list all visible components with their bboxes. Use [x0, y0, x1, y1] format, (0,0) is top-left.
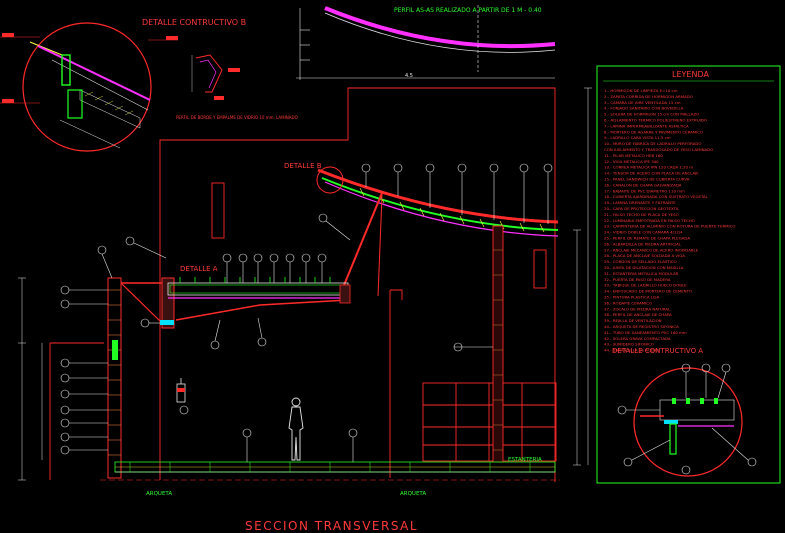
legend-item: 40.- ARQUETA DE REGISTRO SIFONICA [604, 324, 679, 329]
legend-item: 39.- REJILLA DE VENTILACION [604, 318, 662, 323]
perfil-small-note: PERFIL DE BORDE Y EMPALME DE VIDRIO 10 m… [176, 115, 298, 120]
legend-item: 29.- CORDON DE SELLADO ELASTICO [604, 259, 677, 264]
legend-item: 28.- PLACA DE ANCLAJE SOLDADA A VIGA [604, 253, 685, 258]
legend-item: 10.- MURO DE FABRICA DE LADRILLO PERFORA… [604, 141, 701, 146]
estanteria-label: ESTANTERIA [508, 457, 542, 463]
legend-item: 42.- SOLERA GRAVA COMPACTADA [604, 336, 671, 341]
callouts-top [222, 163, 553, 283]
drawing-title: SECCION TRANSVERSAL [245, 519, 418, 533]
legend-item: 3.- CAMARA DE AIRE VENTILADA 15 cm [604, 100, 681, 105]
roof-profile-top: PERFIL AS-AS REALIZADO A PARTIR DE 1 M -… [296, 5, 556, 80]
legend-item: 33.- TABIQUE DE LADRILLO HUECO DOBLE [604, 283, 687, 288]
extinguisher-icon [176, 378, 186, 403]
detail-a [617, 363, 757, 477]
detail-b: DETALLE CONTRUCTIVO B [0, 18, 246, 152]
floor-slab: ARQUETA ARQUETA ESTANTERIA [100, 457, 560, 497]
human-figure [288, 397, 304, 461]
legend-title: LEYENDA [672, 70, 709, 79]
detail-b-title: DETALLE CONTRUCTIVO B [142, 18, 246, 27]
legend-item: 32.- PUERTA DE PASO DE MADERA [604, 277, 671, 282]
left-wall [107, 277, 175, 479]
legend-item: 26.- ALBARDILLA DE PIEDRA ARTIFICIAL [604, 241, 682, 246]
detail-a-title: DETALLE CONTRUCTIVO A [612, 347, 703, 355]
detail-a-callout: DETALLE A [180, 265, 218, 273]
legend-item: 12.- VIGA METALICA IPE 300 [604, 159, 659, 164]
legend-item: 43.- SUMIDERO SIFONICO [604, 342, 654, 347]
legend-item: 11.- PILAR METALICO HEB 160 [604, 153, 663, 158]
legend-item: 36.- RODAPIE CERAMICO [604, 300, 652, 305]
legend-item: 7.- LAMINA IMPERMEABILIZANTE ASFALTICA [604, 123, 689, 128]
edge-profile-sketch: PERFIL DE BORDE Y EMPALME DE VIDRIO 10 m… [176, 54, 298, 120]
legend-item: 2.- ZAPATA CORRIDA DE HORMIGON ARMADO [604, 94, 693, 99]
legend-item: 6.- AISLAMIENTO TERMICO POLIESTIRENO EXT… [604, 118, 707, 123]
legend-item: 35.- PINTURA PLASTICA LISA [604, 295, 660, 300]
arqueta-label-1: ARQUETA [146, 491, 172, 497]
legend-item: 13.- CORREA METALICA IPN 120 CADA 1.20 m [604, 165, 693, 170]
callouts-left [60, 213, 493, 462]
detail-b-callout: DETALLE B [284, 162, 322, 170]
building-outline [49, 87, 557, 482]
legend-item: 4.- FORJADO SANITARIO CON BOVEDILLA [604, 106, 684, 111]
legend-item: 8.- MORTERO DE AGARRE Y PAVIMENTO CERAMI… [604, 129, 703, 134]
green-roof: DETALLE A [160, 265, 351, 325]
legend-item: 30.- JUNTA DE DILATACION CON MASILLA [604, 265, 684, 270]
legend-item: 37.- ZOCALO DE PIEDRA NATURAL [604, 306, 671, 311]
legend-item: 24.- VIDRIO DOBLE CON CAMARA 4/12/4 [604, 230, 683, 235]
legend-item: 25.- PERFIL DE REMATE DE CHAPA PLEGADA [604, 236, 690, 241]
legend-item: 16.- CANALON DE CHAPA GALVANIZADA [604, 182, 682, 187]
right-column [492, 225, 504, 463]
legend-item: 17.- BAJANTE DE PVC DIAMETRO 110 mm [604, 188, 685, 193]
legend-item: 22.- LUMINARIA EMPOTRADA EN FALSO TECHO [604, 218, 695, 223]
perfil-note: PERFIL AS-AS REALIZADO A PARTIR DE 1 M -… [394, 7, 542, 14]
legend-item: CON AISLAMIENTO Y TRASDOSADO DE YESO LAM… [604, 147, 713, 152]
legend-item: 34.- ENFOSCADO DE MORTERO DE CEMENTO [604, 289, 692, 294]
legend-item: 21.- FALSO TECHO DE PLACA DE YESO [604, 212, 679, 217]
legend-item: 19.- LAMINA DRENANTE Y FILTRANTE [604, 200, 676, 205]
legend-item: 18.- CUBIERTA AJARDINADA CON SUSTRATO VE… [604, 194, 709, 199]
legend-item: 23.- CARPINTERIA DE ALUMINIO CON ROTURA … [604, 224, 735, 229]
legend-item: 20.- CAPA DE PROTECCION GEOTEXTIL [604, 206, 680, 211]
legend-item: 38.- PERFIL DE ANCLAJE DE CHAPA [604, 312, 672, 317]
legend-item: 31.- ESTANTERIA METALICA MODULAR [604, 271, 679, 276]
legend-item: 44.- BARANDILLA DE ACERO [604, 348, 659, 353]
legend-item: 27.- ANCLAJE MECANICO DE ACERO INOXIDABL… [604, 247, 699, 252]
svg-text:4.5: 4.5 [405, 73, 413, 79]
legend-item: 5.- SOLERA DE HORMIGON 15 cm CON MALLAZO [604, 112, 699, 117]
roof: DETALLE B [284, 162, 559, 297]
legend-panel: LEYENDA 1.- HORMIGON DE LIMPIEZA E=10 cm… [596, 65, 781, 484]
legend-item: 15.- PANEL SANDWICH DE CUBIERTA CURVA [604, 177, 690, 182]
legend-item: 41.- TUBO DE SANEAMIENTO PVC 160 mm [604, 330, 687, 335]
legend-item: 9.- LADRILLO CARA VISTA 11.5 cm [604, 135, 671, 140]
dimension-lines [18, 87, 592, 481]
legend-item: 1.- HORMIGON DE LIMPIEZA E=10 cm [604, 88, 678, 93]
legend-items: 1.- HORMIGON DE LIMPIEZA E=10 cm2.- ZAPA… [604, 88, 735, 353]
legend-item: 14.- TENSOR DE ACERO CON PLACA DE ANCLAJ… [604, 171, 699, 176]
arqueta-label-2: ARQUETA [400, 491, 426, 497]
